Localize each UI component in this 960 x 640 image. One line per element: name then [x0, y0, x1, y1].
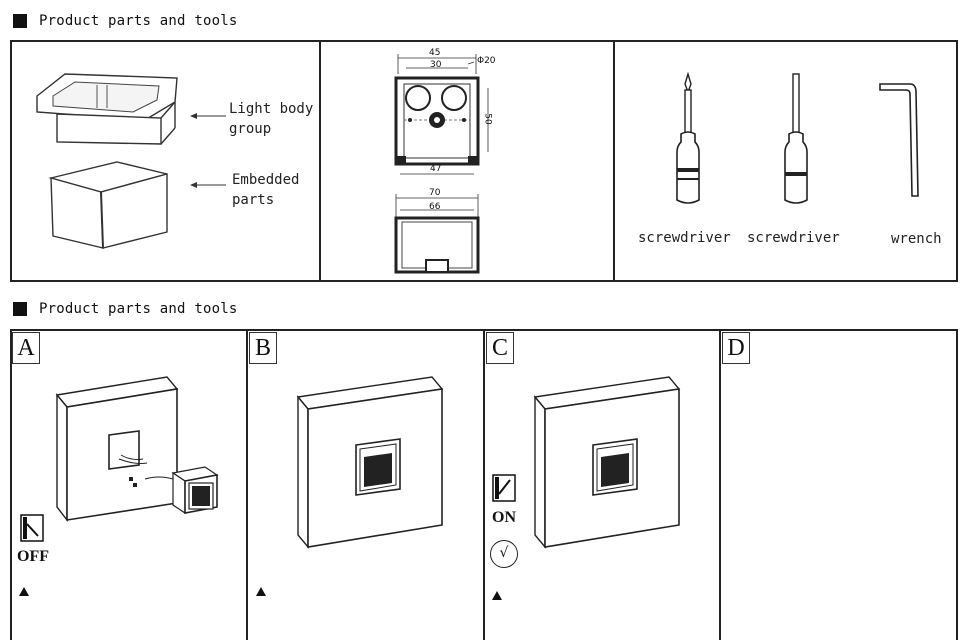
triangle-marker-icon: [492, 591, 502, 600]
dimension-drawing-top: [394, 54, 489, 175]
section-title-text: Product parts and tools: [39, 301, 238, 317]
divider: [483, 329, 485, 640]
dim-45: 45: [429, 48, 441, 58]
section-title-2: Product parts and tools: [13, 301, 237, 317]
square-bullet-icon: [13, 302, 27, 316]
check-circle-icon: √: [490, 540, 518, 568]
step-a-wall-drawing: [55, 376, 219, 523]
step-c-wall-drawing: [533, 376, 681, 549]
switch-off-icon: [20, 514, 44, 542]
switch-on-label: ON: [492, 509, 516, 526]
step-b-wall-drawing: [296, 376, 444, 549]
pointer-arrow-1: [190, 113, 226, 119]
dim-30: 30: [430, 60, 442, 70]
tool-label-screwdriver-1: screwdriver: [638, 230, 731, 246]
tool-label-screwdriver-2: screwdriver: [747, 230, 840, 246]
dim-phi20: Φ20: [477, 56, 496, 66]
divider: [246, 329, 248, 640]
dimension-drawing-bottom: [394, 194, 480, 274]
hex-wrench-icon: [879, 83, 919, 197]
divider: [613, 40, 615, 282]
parts-tools-panel: [10, 40, 958, 282]
pointer-arrow-2: [190, 182, 226, 188]
phillips-screwdriver-icon: [676, 71, 700, 204]
switch-off-label: OFF: [17, 548, 49, 565]
section-title-text: Product parts and tools: [39, 13, 238, 29]
divider: [719, 329, 721, 640]
dim-47: 47: [430, 164, 442, 174]
flathead-screwdriver-icon: [784, 73, 808, 204]
dim-70: 70: [429, 188, 441, 198]
step-label-c: C: [486, 332, 514, 364]
dim-50: 50: [482, 113, 493, 125]
dim-66: 66: [429, 202, 441, 212]
embedded-parts-drawing: [48, 161, 168, 249]
step-label-b: B: [249, 332, 277, 364]
triangle-marker-icon: [19, 587, 29, 596]
divider: [319, 40, 321, 282]
light-body-label: Light body group: [229, 101, 314, 137]
section-title-1: Product parts and tools: [13, 13, 237, 29]
light-body-drawing: [36, 73, 178, 145]
triangle-marker-icon: [256, 587, 266, 596]
square-bullet-icon: [13, 14, 27, 28]
switch-on-icon: [492, 474, 516, 502]
tool-label-wrench: wrench: [891, 231, 942, 247]
step-label-d: D: [722, 332, 750, 364]
embedded-parts-label: Embedded parts: [232, 172, 300, 208]
step-label-a: A: [12, 332, 40, 364]
